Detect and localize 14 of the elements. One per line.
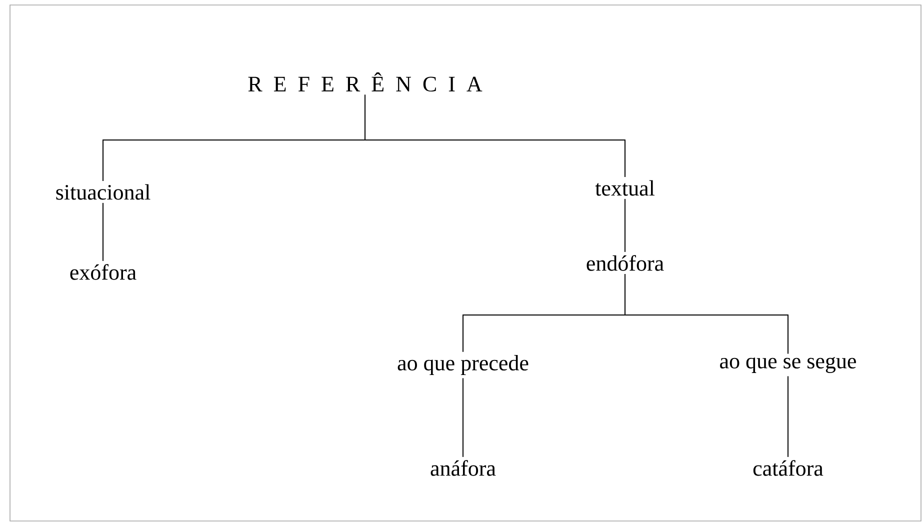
tree-node-label: textual	[595, 180, 655, 196]
tree-connector	[624, 274, 788, 354]
tree-connector	[102, 202, 104, 262]
tree-node-label: situacional	[56, 184, 150, 200]
tree-connector	[364, 94, 626, 178]
tree-connector	[624, 198, 626, 252]
tree-node-label: exófora	[70, 264, 136, 280]
tree-node-label: ao que se segue	[720, 356, 856, 374]
heading-text: R E F E R Ê N C I A	[248, 72, 482, 92]
tree-node-label: anáfora	[430, 460, 496, 476]
tree-node-label: endófora	[586, 255, 664, 271]
tree-node-label: catáfora	[753, 460, 824, 476]
tree-connector	[462, 378, 464, 458]
tree-node-label: ao que precede	[398, 355, 528, 375]
